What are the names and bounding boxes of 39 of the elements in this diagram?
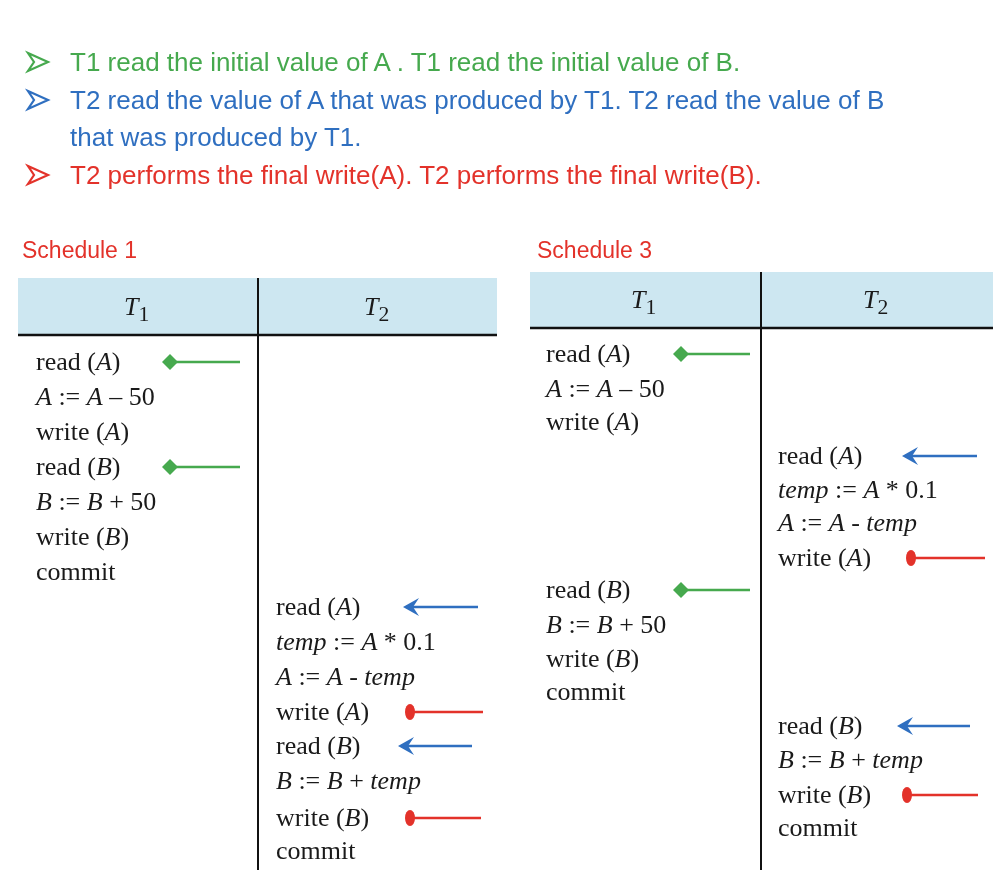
operation-text: B := B + 50 (546, 610, 667, 640)
operation-text: read (A) (276, 592, 361, 622)
operation-text: B := B + temp (778, 745, 923, 775)
column-header: T$_{2}$ (863, 285, 889, 322)
schedule-title: Schedule 1 (22, 236, 138, 265)
operation-text: write (A) (778, 543, 872, 573)
operation-text: write (A) (276, 697, 370, 727)
operation-text: read (B) (546, 575, 631, 605)
operation-text: write (A) (546, 407, 640, 437)
operation-text: B := B + temp (276, 766, 421, 796)
bullet-text: T2 read the value of A that was produced by T1. T2 read the value of B that was produced by T1. (70, 84, 886, 154)
operation-text: write (A) (36, 417, 130, 447)
column-header: T$_{1}$ (124, 292, 150, 329)
operation-text: read (A) (36, 347, 121, 377)
operation-text: read (B) (778, 711, 863, 741)
operation-text: commit (546, 677, 626, 707)
operation-text: write (B) (36, 522, 130, 552)
column-header: T$_{1}$ (631, 285, 657, 322)
bullet-text: T1 read the initial value of A . T1 read the initial value of B. (70, 46, 742, 79)
operation-text: temp := A* 0.1 (778, 475, 938, 505)
operation-text: B := B + 50 (36, 487, 157, 517)
column-header: T$_{2}$ (364, 292, 390, 329)
bullet-text: T2 performs the final write(A). T2 performs the final write(B). (70, 159, 763, 192)
operation-text: A := A - temp (276, 662, 415, 692)
operation-text: read (A) (778, 441, 863, 471)
schedule-title: Schedule 3 (537, 236, 653, 265)
operation-text: commit (276, 836, 356, 866)
operation-text: commit (778, 813, 858, 843)
operation-text: commit (36, 557, 116, 587)
operation-text: write (B) (546, 644, 640, 674)
operation-text: read (B) (36, 452, 121, 482)
operation-text: write (B) (778, 780, 872, 810)
operation-text: write (B) (276, 803, 370, 833)
operation-text: read (A) (546, 339, 631, 369)
operation-text: A := A – 50 (546, 374, 665, 404)
operation-text: A := A - temp (778, 508, 917, 538)
operation-text: A := A – 50 (36, 382, 155, 412)
operation-text: read (B) (276, 731, 361, 761)
operation-text: temp := A* 0.1 (276, 627, 436, 657)
